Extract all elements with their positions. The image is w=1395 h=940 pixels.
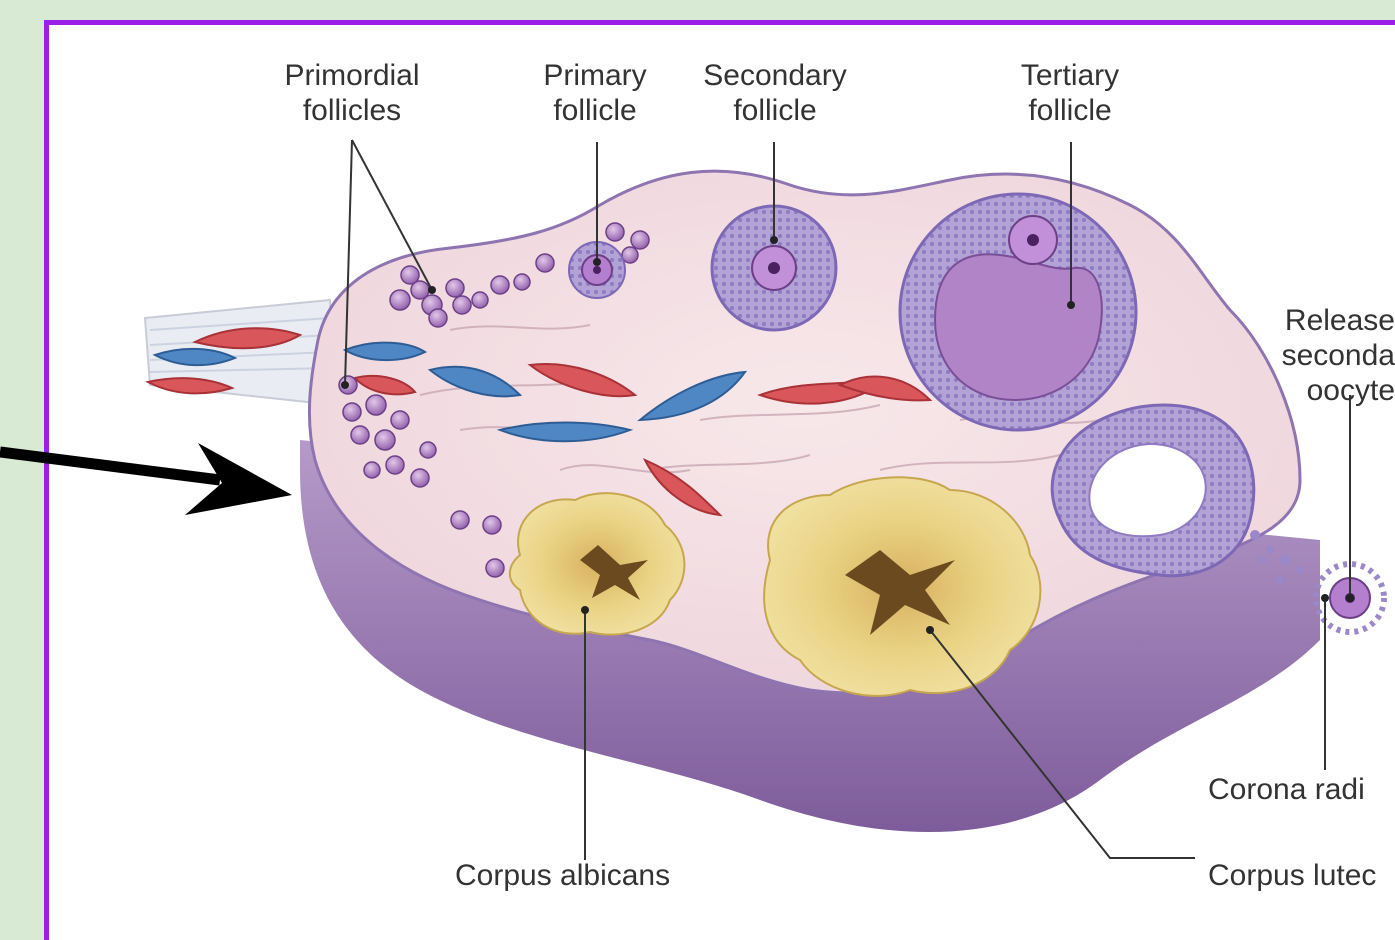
tertiary-follicle [900,194,1136,430]
label-corpus-luteum: Corpus lutec [1208,858,1376,893]
label-corona-radiata: Corona radi [1208,772,1365,807]
label-primordial-follicles: Primordial follicles [262,58,442,128]
label-corpus-albicans: Corpus albicans [455,858,670,893]
label-released-oocyte: Release seconda oocyte [1235,303,1395,408]
label-primary-follicle: Primary follicle [525,58,665,128]
ovary-diagram [0,0,1395,921]
label-secondary-follicle: Secondary follicle [680,58,870,128]
label-tertiary-follicle: Tertiary follicle [1000,58,1140,128]
pointer-arrow [0,443,292,515]
corpus-albicans [510,493,685,635]
corpus-luteum [764,477,1040,696]
